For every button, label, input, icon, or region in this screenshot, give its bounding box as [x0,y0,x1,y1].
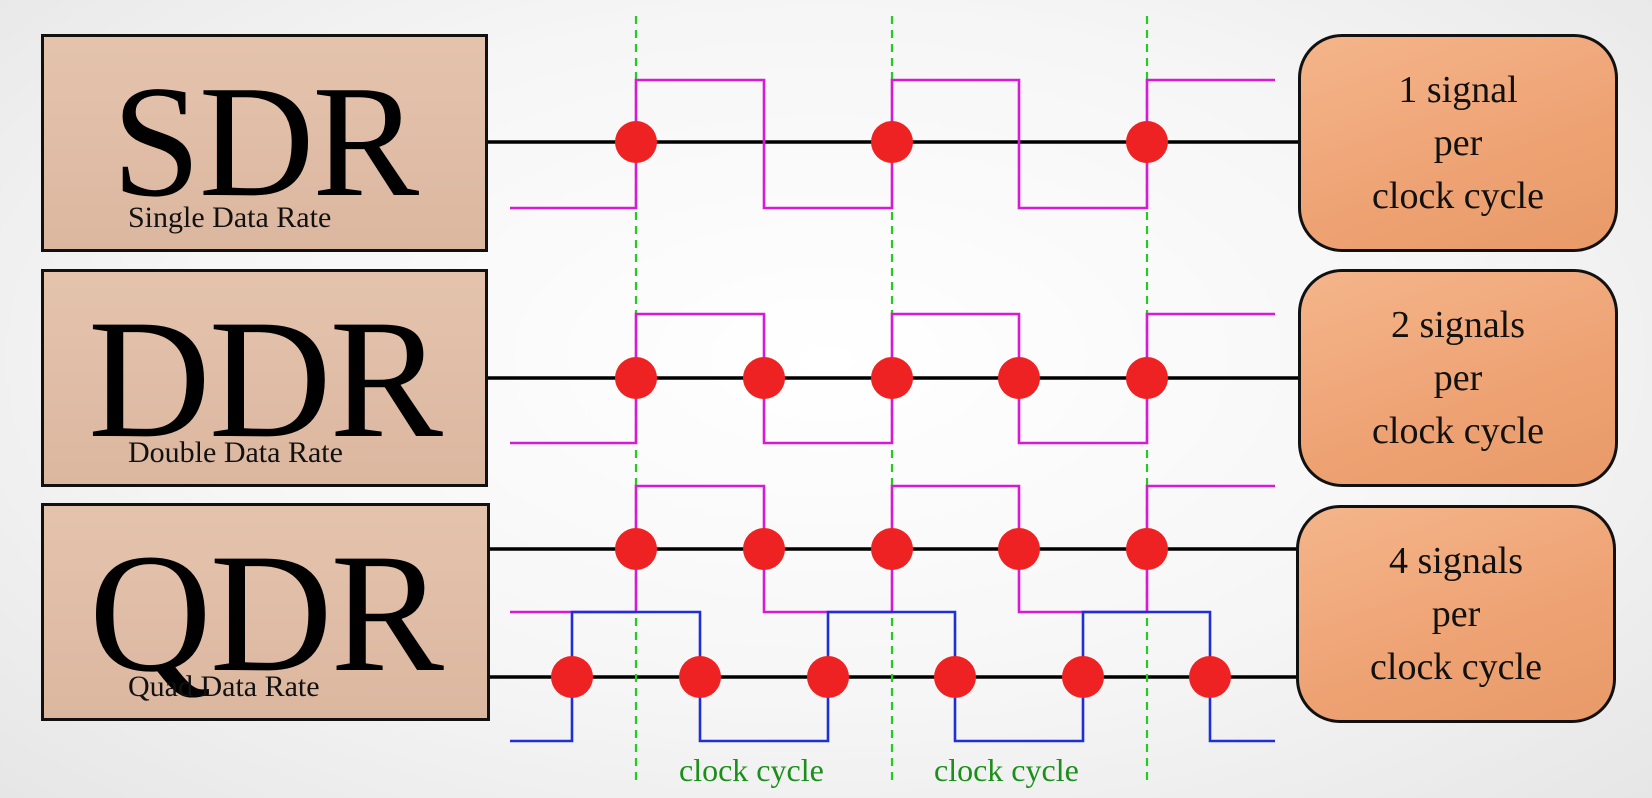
qdr-label-box: QDR Quad Data Rate [41,503,490,721]
qdr-shifted-clock-signal [510,610,1275,743]
data-point [615,528,657,570]
qdr-data-points [551,528,1231,698]
data-point [1189,656,1231,698]
sdr-data-points [615,121,1168,163]
data-point [1126,121,1168,163]
data-point [871,528,913,570]
info-line: 4 signals [1388,539,1524,582]
data-point [743,357,785,399]
data-point [551,656,593,698]
data-point [743,528,785,570]
info-line: per [1431,592,1481,635]
data-point [807,656,849,698]
ddr-label-box: DDR Double Data Rate [41,269,488,487]
data-point [934,656,976,698]
clock-cycle-label-2: clock cycle [934,752,1079,788]
sdr-abbreviation: SDR [111,52,419,230]
info-line: clock cycle [1372,409,1544,452]
data-point [998,357,1040,399]
qdr-full-name: Quad Data Rate [128,670,320,703]
qdr-info-box: 4 signals per clock cycle [1296,505,1616,723]
data-point [615,121,657,163]
info-line: clock cycle [1370,645,1542,688]
data-point [1126,357,1168,399]
data-point [998,528,1040,570]
sdr-label-box: SDR Single Data Rate [41,34,488,252]
info-line: 1 signal [1398,68,1518,111]
data-point [871,121,913,163]
info-line: clock cycle [1372,174,1544,217]
data-point [1062,656,1104,698]
data-point [615,357,657,399]
qdr-abbreviation: QDR [89,519,444,707]
ddr-full-name: Double Data Rate [128,436,343,469]
data-point [679,656,721,698]
info-line: 2 signals [1390,303,1526,346]
data-point [1126,528,1168,570]
ddr-data-points [615,357,1168,399]
sdr-full-name: Single Data Rate [128,201,332,234]
clock-cycle-label-1: clock cycle [679,752,824,788]
sdr-info-box: 1 signal per clock cycle [1298,34,1618,252]
data-point [871,357,913,399]
ddr-abbreviation: DDR [88,285,443,473]
ddr-info-box: 2 signals per clock cycle [1298,269,1618,487]
info-line: per [1433,356,1483,399]
info-line: per [1433,121,1483,164]
